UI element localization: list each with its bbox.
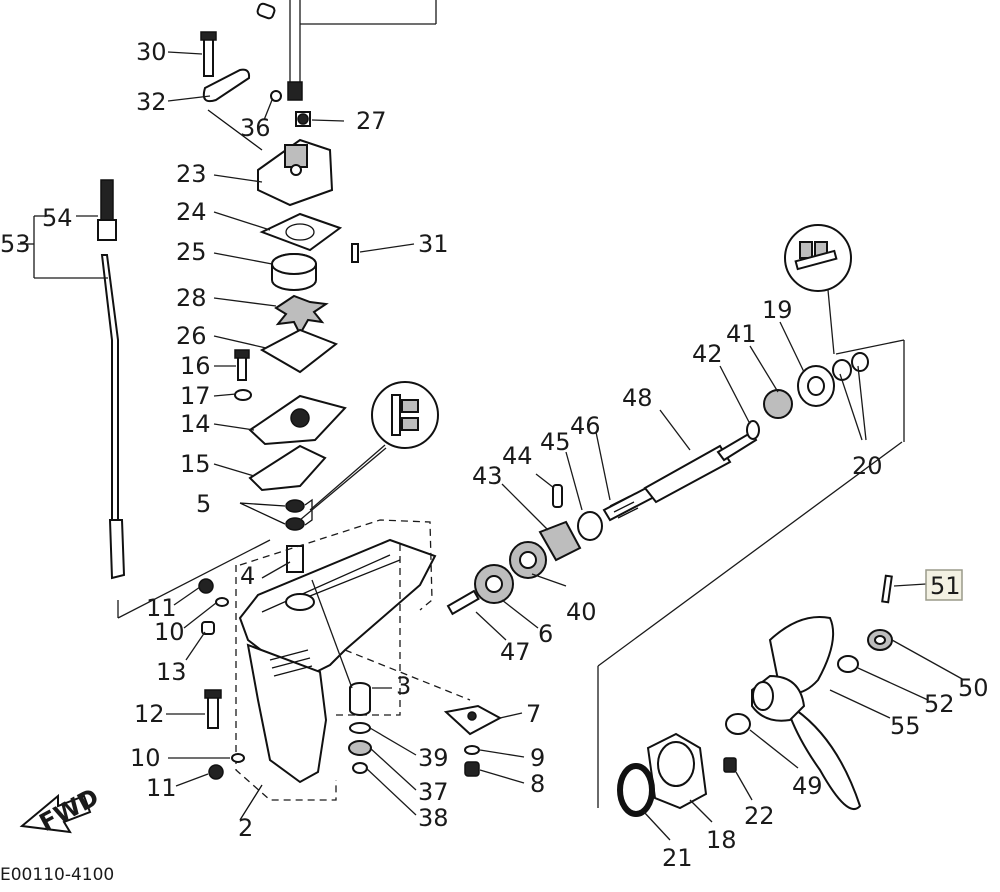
- callout-16: 16: [180, 352, 211, 380]
- cover-parts: [200, 31, 311, 127]
- gear-train: [446, 352, 869, 616]
- callout-22: 22: [744, 802, 775, 830]
- callout-21: 21: [662, 844, 693, 872]
- callout-15: 15: [180, 450, 211, 478]
- callout-23: 23: [176, 160, 207, 188]
- lower-small-parts: [311, 579, 525, 816]
- right-leaders: [475, 321, 905, 808]
- callout-54: 54: [42, 204, 73, 232]
- callout-26: 26: [176, 322, 207, 350]
- callout-39: 39: [418, 744, 449, 772]
- callout-41: 41: [726, 320, 757, 348]
- callout-12: 12: [134, 700, 165, 728]
- lower-case: [235, 519, 437, 821]
- callout-43: 43: [472, 462, 503, 490]
- callout-7: 7: [526, 700, 541, 728]
- callout-36: 36: [240, 114, 271, 142]
- callout-53: 53: [0, 230, 31, 258]
- seal-inset-right: [784, 224, 852, 355]
- propeller-group: [617, 574, 965, 841]
- callout-27: 27: [356, 107, 387, 135]
- callout-5: 5: [196, 490, 211, 518]
- callout-42: 42: [692, 340, 723, 368]
- callout-30: 30: [136, 38, 167, 66]
- impeller-part: [274, 294, 329, 337]
- callout-49: 49: [792, 772, 823, 800]
- callout-37: 37: [418, 778, 449, 806]
- callout-20: 20: [852, 452, 883, 480]
- callout-8: 8: [530, 770, 545, 798]
- callout-19: 19: [762, 296, 793, 324]
- callout-44: 44: [502, 442, 533, 470]
- gasket-part: [259, 212, 343, 252]
- callout-3: 3: [396, 672, 411, 700]
- callout-24: 24: [176, 198, 207, 226]
- callout-25: 25: [176, 238, 207, 266]
- callout-32: 32: [136, 88, 167, 116]
- callout-2: 2: [238, 814, 253, 842]
- callout-18: 18: [706, 826, 737, 854]
- highlight-box: [925, 569, 963, 601]
- callout-52: 52: [924, 690, 955, 718]
- callout-14: 14: [180, 410, 211, 438]
- pin-part: [256, 2, 276, 20]
- shift-rod-group: [18, 179, 271, 619]
- callout-55: 55: [890, 712, 921, 740]
- callout-28: 28: [176, 284, 207, 312]
- callout-31: 31: [418, 230, 449, 258]
- callout-10-lower: 10: [130, 744, 161, 772]
- left-leaders: [167, 51, 415, 579]
- callout-17: 17: [180, 382, 211, 410]
- callout-9: 9: [530, 744, 545, 772]
- callout-46: 46: [570, 412, 601, 440]
- callout-50: 50: [958, 674, 989, 702]
- callout-45: 45: [540, 428, 571, 456]
- callout-6: 6: [538, 620, 553, 648]
- callout-51: 51: [930, 572, 961, 600]
- callout-11-lower: 11: [146, 774, 177, 802]
- callout-11-upper: 11: [146, 594, 177, 622]
- fwd-arrow: [19, 793, 92, 834]
- callout-13: 13: [156, 658, 187, 686]
- pump-housing: [207, 109, 334, 207]
- callout-47: 47: [500, 638, 531, 666]
- diagram-code: E00110-4100: [0, 865, 114, 885]
- callout-40: 40: [566, 598, 597, 626]
- callout-38: 38: [418, 804, 449, 832]
- pin-31-part: [351, 243, 359, 263]
- callout-48: 48: [622, 384, 653, 412]
- seal-inset: [299, 381, 439, 521]
- callout-10-upper: 10: [154, 618, 185, 646]
- drive-shaft-group: [256, 0, 437, 101]
- case-fasteners: [166, 578, 245, 787]
- callout-4: 4: [240, 562, 255, 590]
